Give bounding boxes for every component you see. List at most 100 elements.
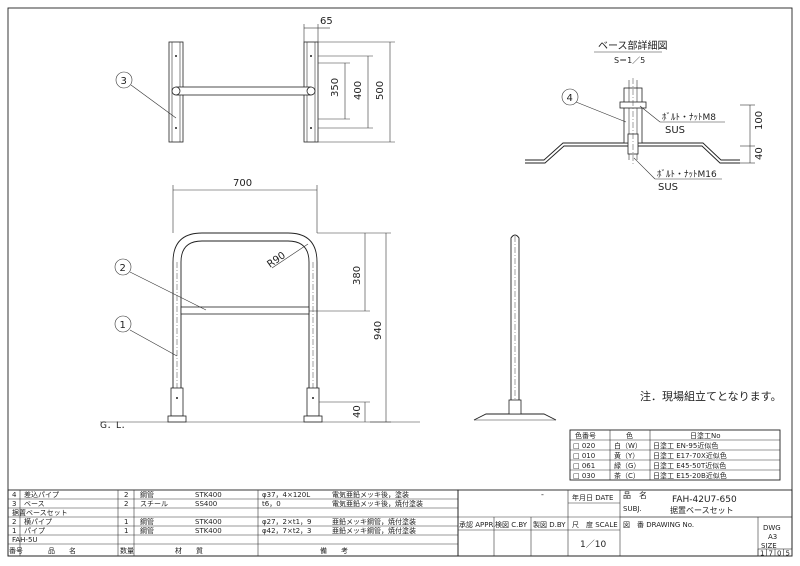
detail-dim-40: 40: [754, 147, 765, 160]
bolt-m16-label: ﾎﾞﾙﾄ・ﾅｯﾄM16: [657, 169, 717, 180]
assembly-note: 注．現場組立てとなります。: [640, 389, 782, 403]
header-remark: 備 考: [320, 546, 348, 555]
color-row-4-color: 茶（C）: [614, 471, 640, 480]
detail-scale: S＝1／5: [614, 56, 645, 65]
part-1-name: パイプ: [24, 527, 45, 535]
drawn-label: 製図 D.BY: [533, 520, 566, 529]
detail-title: ベース部詳細図: [598, 39, 668, 52]
parts-list: 4 差込パイプ 2 鋼管 STK400 φ37，4×120L 電気亜鉛メッキ後，…: [7, 489, 459, 557]
bolt-m16-material: SUS: [658, 182, 678, 193]
product-name: 据置ベースセット: [670, 505, 734, 515]
product-code: FAH-42U7-650: [672, 495, 737, 505]
color-row-4-no: □ 030: [573, 472, 595, 480]
front-view: G．L． 700 R90 380 940 40 2 1: [100, 178, 420, 431]
color-row-2-jpma: 日塗工 E17-70X近似色: [653, 451, 727, 460]
base-detail: ベース部詳細図 S＝1／5 4 ﾎﾞﾙﾄ・ﾅｯﾄM8 SUS ﾎﾞﾙﾄ・ﾅｯﾄM…: [525, 39, 765, 193]
part-4-remark: 電気亜鉛メッキ後，塗装: [332, 490, 409, 499]
detail-dim-100: 100: [754, 111, 765, 130]
header-no: 番号: [9, 547, 23, 555]
dim-400: 400: [353, 81, 364, 100]
part-3-no: 3: [12, 500, 16, 508]
part-2-no: 2: [12, 518, 16, 526]
sheet-no-3: 0: [777, 550, 781, 558]
front-cross-pipe: [180, 306, 310, 315]
balloon-4: [561, 88, 579, 106]
part-4-spec: φ37，4×120L: [262, 491, 310, 499]
model-label: FAH-5U: [12, 536, 38, 544]
balloon-3: [115, 71, 133, 89]
part-1-no: 1: [12, 527, 16, 535]
svg-text:4: 4: [567, 93, 573, 104]
sheet-no-2: 7: [769, 550, 773, 558]
scale-value: 1／10: [580, 539, 606, 550]
part-4-material: 鋼管: [140, 490, 154, 499]
part-3-material: スチール: [140, 500, 168, 508]
header-material: 材 質: [175, 546, 203, 555]
bolt-m8-label: ﾎﾞﾙﾄ・ﾅｯﾄM8: [662, 112, 716, 123]
part-2-spec: φ27，2×t1，9: [262, 518, 312, 526]
check-label: 検図 C.BY: [495, 520, 528, 529]
dim-380: 380: [352, 266, 363, 285]
ground-label: G．L．: [100, 421, 130, 431]
sheet-no-1: 1: [760, 550, 764, 558]
color-row-1-no: □ 020: [573, 442, 595, 450]
part-2-qty: 1: [124, 518, 128, 526]
part-1-grade: STK400: [195, 527, 222, 535]
color-row-2-no: □ 010: [573, 452, 595, 460]
color-row-3-jpma: 日塗工 E45-50T近似色: [653, 461, 726, 470]
top-view: 65 350 400 500 3: [115, 16, 395, 143]
color-table: 色番号 色 日塗工No □ 020 白（W） 日塗工 EN-95近似色 □ 01…: [569, 429, 781, 481]
balloon-1: [114, 315, 132, 333]
part-2-grade: STK400: [195, 518, 222, 526]
part-4-no: 4: [12, 491, 17, 499]
part-1-spec: φ42，7×t2，3: [262, 527, 312, 535]
svg-text:3: 3: [121, 76, 127, 87]
set-label: 据置ベースセット: [12, 508, 68, 517]
dim-700: 700: [233, 178, 252, 189]
part-4-name: 差込パイプ: [24, 490, 59, 499]
color-row-3-no: □ 061: [573, 462, 595, 470]
dim-r90: R90: [265, 250, 287, 270]
color-row-3-color: 緑（G）: [614, 461, 640, 470]
side-view: [473, 234, 557, 421]
part-2-material: 鋼管: [140, 517, 154, 526]
header-name: 品 名: [48, 546, 76, 555]
part-4-grade: STK400: [195, 491, 222, 499]
title-dash: -: [541, 490, 544, 499]
name-label: 品 名: [623, 490, 647, 500]
svg-text:2: 2: [120, 263, 126, 274]
part-3-grade: SS400: [195, 500, 217, 508]
size-value: A3: [768, 533, 777, 541]
part-2-remark: 亜鉛メッキ鋼管，焼付塗装: [332, 517, 416, 526]
color-row-1-jpma: 日塗工 EN-95近似色: [653, 441, 718, 450]
part-4-qty: 2: [124, 491, 128, 499]
drawing-no-label: 図 番 DRAWING No.: [623, 521, 694, 529]
size-label: SIZE: [761, 542, 777, 550]
dim-940: 940: [373, 321, 384, 340]
part-2-name: 横パイプ: [24, 517, 52, 526]
dim-500: 500: [375, 81, 386, 100]
color-row-4-jpma: 日塗工 E15-20B近似色: [653, 471, 727, 480]
color-header-color: 色: [626, 431, 633, 440]
date-label: 年月日 DATE: [572, 493, 613, 502]
dim-65: 65: [320, 16, 333, 27]
title-block: - 年月日 DATE 承認 APPR. 検図 C.BY 製図 D.BY 尺 度 …: [457, 489, 793, 558]
balloon-2: [114, 258, 132, 276]
part-3-qty: 2: [124, 500, 128, 508]
dwg-label: DWG: [763, 524, 781, 532]
svg-text:1: 1: [120, 320, 126, 331]
part-3-remark: 電気亜鉛メッキ後，焼付塗装: [332, 499, 423, 508]
scale-label: 尺 度 SCALE: [572, 520, 618, 529]
approval-label: 承認 APPR.: [459, 520, 495, 529]
part-3-name: ベース: [24, 500, 45, 508]
part-1-material: 鋼管: [140, 526, 154, 535]
top-cross-pipe: [175, 86, 312, 96]
part-1-remark: 亜鉛メッキ鋼管，焼付塗装: [332, 526, 416, 535]
subj-label: SUBJ.: [623, 505, 642, 513]
bolt-m8-material: SUS: [665, 125, 685, 136]
dim-350: 350: [330, 78, 341, 97]
part-3-spec: t6，0: [262, 500, 281, 508]
sheet-no-4: 5: [786, 550, 790, 558]
header-qty: 数量: [120, 546, 134, 555]
